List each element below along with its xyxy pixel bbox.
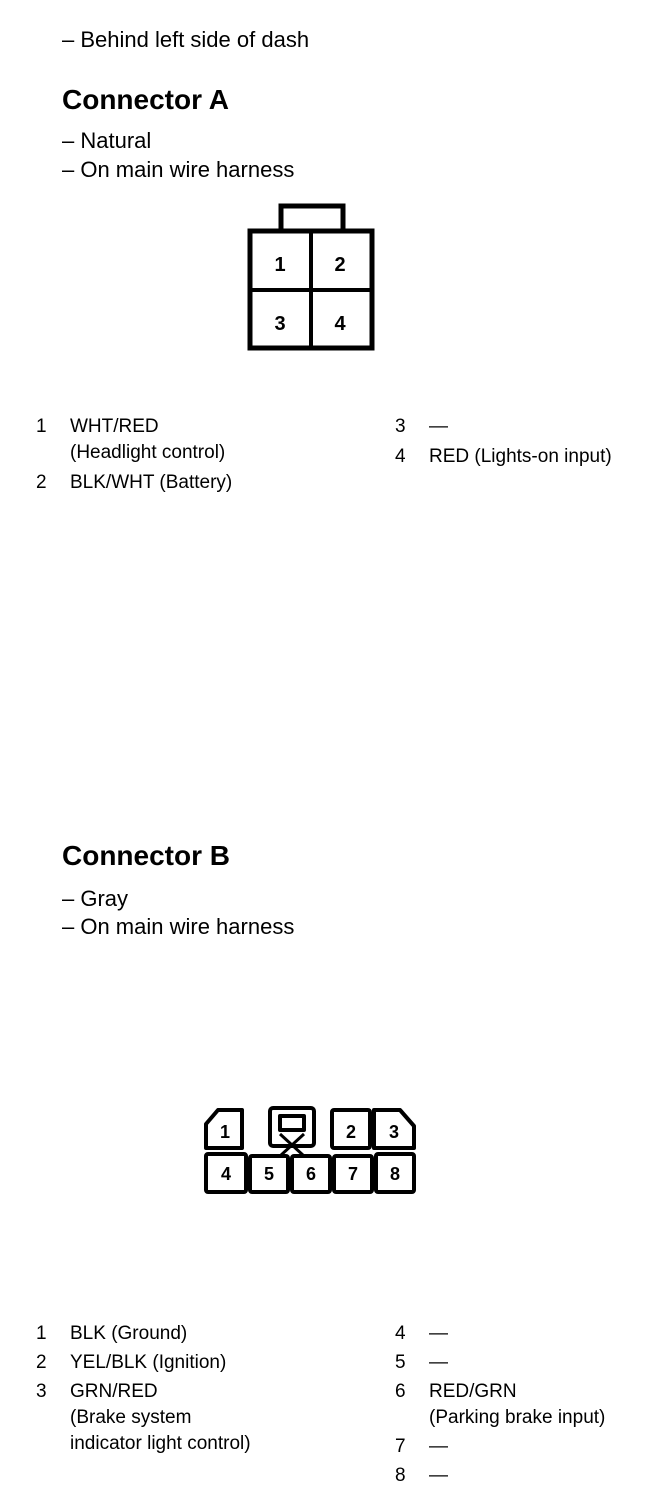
pin-wire: BLK (Ground)	[70, 1323, 188, 1344]
pin-wire: RED/GRN	[429, 1381, 517, 1402]
connector-a-location: – On main wire harness	[62, 157, 295, 182]
connector-a-cell-3: 3	[274, 313, 285, 335]
pin-function: indicator light control)	[70, 1433, 251, 1454]
pin-number: 2	[36, 472, 47, 493]
connector-b-cell-8-box	[374, 1152, 416, 1194]
pin-wire: —	[429, 1436, 448, 1457]
pin-number: 3	[36, 1381, 47, 1402]
pin-number: 2	[36, 1352, 47, 1373]
pin-wire: RED (Lights-on input)	[429, 446, 612, 467]
connector-b-cell-5: 5	[264, 1164, 274, 1184]
pin-number: 1	[36, 1323, 47, 1344]
pin-number: 7	[395, 1436, 406, 1457]
connector-b-location: – On main wire harness	[62, 914, 295, 939]
connector-b-cell-2: 2	[346, 1122, 356, 1142]
connector-b-title: Connector B	[62, 840, 230, 871]
pin-wire: BLK/WHT (Battery)	[70, 472, 233, 493]
pin-number: 3	[395, 416, 406, 437]
connector-a-pins-left: 1 WHT/RED (Headlight control) 2 BLK/WHT …	[36, 414, 336, 504]
connector-a-pins-right: 3 — 4 RED (Lights-on input)	[395, 414, 665, 474]
connector-b-pins-left: 1 BLK (Ground) 2 YEL/BLK (Ignition) 3 GR…	[36, 1321, 356, 1461]
pin-wire: —	[429, 416, 448, 437]
location-note: – Behind left side of dash	[62, 27, 310, 52]
connector-b-cell-4: 4	[221, 1164, 231, 1184]
pin-wire: —	[429, 1352, 448, 1373]
pin-number: 6	[395, 1381, 406, 1402]
connector-b-color: – Gray	[62, 886, 129, 911]
pin-number: 4	[395, 1323, 406, 1344]
connector-b-cell-4-box	[204, 1152, 248, 1194]
pin-wire: GRN/RED	[70, 1381, 158, 1402]
connector-a-title: Connector A	[62, 84, 229, 115]
connector-b-cell-6: 6	[306, 1164, 316, 1184]
connector-b-cell-2-box	[330, 1108, 372, 1150]
connector-a-cell-1: 1	[274, 254, 285, 276]
pin-wire: —	[429, 1465, 448, 1486]
pin-wire: WHT/RED	[70, 416, 159, 437]
connector-a-latch	[278, 203, 346, 231]
pin-wire: —	[429, 1323, 448, 1344]
connector-b-cell-6-box	[290, 1154, 332, 1194]
connector-a-color: – Natural	[62, 128, 152, 153]
pin-function: (Headlight control)	[70, 442, 226, 463]
connector-b-cell-3: 3	[389, 1122, 399, 1142]
pin-wire: YEL/BLK (Ignition)	[70, 1352, 227, 1373]
pin-function: (Parking brake input)	[429, 1407, 606, 1428]
connector-b-pins-right: 4 — 5 — 6 RED/GRN (Parking brake input) …	[395, 1321, 665, 1486]
connector-b-cell-7-box	[332, 1154, 374, 1194]
connector-b-cell-5-box	[248, 1154, 290, 1194]
pin-number: 1	[36, 416, 47, 437]
connector-a-cell-2: 2	[334, 254, 345, 276]
pin-number: 8	[395, 1465, 406, 1486]
connector-a-diagram: 1 2 3 4	[247, 203, 375, 351]
connector-b-cell-8: 8	[390, 1164, 400, 1184]
connector-b-diagram: 1 2 3 4 5 6 7 8	[204, 1106, 416, 1194]
connector-b-cell-7: 7	[348, 1164, 358, 1184]
pin-number: 5	[395, 1352, 406, 1373]
connector-b-cell-1-box	[204, 1108, 244, 1150]
pin-number: 4	[395, 446, 406, 467]
connector-b-cell-3-box	[372, 1108, 416, 1150]
connector-b-cell-1: 1	[220, 1122, 230, 1142]
connector-a-cell-4: 4	[334, 313, 346, 335]
pin-function: (Brake system	[70, 1407, 192, 1428]
